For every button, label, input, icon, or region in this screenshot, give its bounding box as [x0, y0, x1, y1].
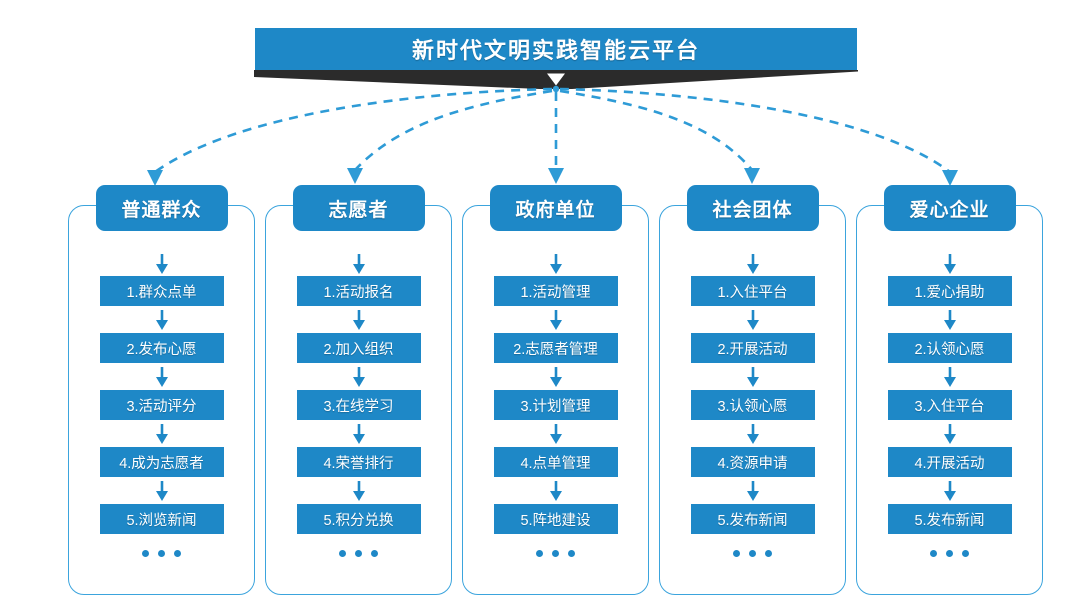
arrow-down-icon — [494, 477, 618, 504]
list-item[interactable]: 3.在线学习 — [296, 390, 421, 420]
connector-arrowhead-4 — [744, 168, 760, 184]
arrow-down-icon — [888, 477, 1012, 504]
column-caring-enterprise: 爱心企业 1.爱心捐助 2.认领心愿 3.入住平台 4.开展活动 5.发布新闻 — [856, 185, 1043, 595]
list-item[interactable]: 1.群众点单 — [99, 276, 224, 306]
arrow-down-icon — [494, 306, 618, 333]
dot-icon — [355, 550, 362, 557]
dot-icon — [946, 550, 953, 557]
list-item[interactable]: 2.加入组织 — [296, 333, 421, 363]
arrow-down-icon — [691, 420, 815, 447]
list-item[interactable]: 5.发布新闻 — [690, 504, 815, 534]
list-item[interactable]: 2.开展活动 — [690, 333, 815, 363]
column-items-caring-enterprise: 1.爱心捐助 2.认领心愿 3.入住平台 4.开展活动 5.发布新闻 — [887, 252, 1012, 557]
arrow-down-icon — [691, 252, 815, 276]
list-item[interactable]: 2.认领心愿 — [887, 333, 1012, 363]
chevron-down-icon — [547, 73, 565, 86]
list-item[interactable]: 4.资源申请 — [690, 447, 815, 477]
list-item[interactable]: 3.认领心愿 — [690, 390, 815, 420]
connector-arrowhead-5 — [942, 170, 958, 186]
arrow-down-icon — [888, 363, 1012, 390]
connector-to-volunteer — [354, 89, 553, 171]
title-shadow-band — [254, 70, 858, 89]
arrow-down-icon — [100, 252, 224, 276]
column-header-government-unit[interactable]: 政府单位 — [489, 185, 622, 231]
more-items-ellipsis — [733, 550, 772, 557]
platform-title-banner: 新时代文明实践智能云平台 — [254, 28, 858, 89]
arrow-down-icon — [297, 306, 421, 333]
dot-icon — [536, 550, 543, 557]
list-item[interactable]: 1.入住平台 — [690, 276, 815, 306]
column-items-social-group: 1.入住平台 2.开展活动 3.认领心愿 4.资源申请 5.发布新闻 — [690, 252, 815, 557]
column-items-ordinary-public: 1.群众点单 2.发布心愿 3.活动评分 4.成为志愿者 5.浏览新闻 — [99, 252, 224, 557]
connector-to-social-group — [559, 89, 753, 171]
list-item[interactable]: 1.活动报名 — [296, 276, 421, 306]
arrow-down-icon — [100, 306, 224, 333]
dot-icon — [930, 550, 937, 557]
connector-arrowhead-2 — [347, 168, 363, 184]
more-items-ellipsis — [339, 550, 378, 557]
dot-icon — [552, 550, 559, 557]
list-item[interactable]: 1.活动管理 — [493, 276, 618, 306]
column-ordinary-public: 普通群众 1.群众点单 2.发布心愿 3.活动评分 4.成为志愿者 5.浏览新闻 — [68, 185, 255, 595]
list-item[interactable]: 2.发布心愿 — [99, 333, 224, 363]
dot-icon — [142, 550, 149, 557]
dot-icon — [174, 550, 181, 557]
more-items-ellipsis — [536, 550, 575, 557]
dot-icon — [733, 550, 740, 557]
arrow-down-icon — [297, 477, 421, 504]
dot-icon — [339, 550, 346, 557]
connector-to-caring-enterprise — [559, 87, 951, 174]
column-header-caring-enterprise[interactable]: 爱心企业 — [883, 185, 1016, 231]
list-item[interactable]: 4.开展活动 — [887, 447, 1012, 477]
arrow-down-icon — [691, 306, 815, 333]
arrow-down-icon — [691, 477, 815, 504]
arrow-down-icon — [888, 420, 1012, 447]
arrow-down-icon — [100, 420, 224, 447]
arrow-down-icon — [494, 252, 618, 276]
column-volunteer: 志愿者 1.活动报名 2.加入组织 3.在线学习 4.荣誉排行 5.积分兑换 — [265, 185, 452, 595]
list-item[interactable]: 4.成为志愿者 — [99, 447, 224, 477]
list-item[interactable]: 4.点单管理 — [493, 447, 618, 477]
dot-icon — [765, 550, 772, 557]
list-item[interactable]: 5.发布新闻 — [887, 504, 1012, 534]
column-items-volunteer: 1.活动报名 2.加入组织 3.在线学习 4.荣誉排行 5.积分兑换 — [296, 252, 421, 557]
connector-to-ordinary-public — [154, 87, 553, 174]
dot-icon — [158, 550, 165, 557]
fanout-hub — [552, 85, 560, 93]
list-item[interactable]: 5.积分兑换 — [296, 504, 421, 534]
page-title: 新时代文明实践智能云平台 — [255, 28, 857, 70]
arrow-down-icon — [100, 477, 224, 504]
arrow-down-icon — [100, 363, 224, 390]
connector-arrowhead-1 — [147, 170, 163, 186]
arrow-down-icon — [494, 420, 618, 447]
arrow-down-icon — [297, 363, 421, 390]
dot-icon — [371, 550, 378, 557]
arrow-down-icon — [888, 306, 1012, 333]
list-item[interactable]: 3.活动评分 — [99, 390, 224, 420]
dot-icon — [962, 550, 969, 557]
list-item[interactable]: 3.计划管理 — [493, 390, 618, 420]
list-item[interactable]: 1.爱心捐助 — [887, 276, 1012, 306]
column-header-social-group[interactable]: 社会团体 — [686, 185, 819, 231]
list-item[interactable]: 2.志愿者管理 — [493, 333, 618, 363]
connector-arrowhead-3 — [548, 168, 564, 184]
arrow-down-icon — [691, 363, 815, 390]
arrow-down-icon — [888, 252, 1012, 276]
column-header-volunteer[interactable]: 志愿者 — [292, 185, 425, 231]
more-items-ellipsis — [930, 550, 969, 557]
more-items-ellipsis — [142, 550, 181, 557]
dot-icon — [568, 550, 575, 557]
list-item[interactable]: 4.荣誉排行 — [296, 447, 421, 477]
column-header-ordinary-public[interactable]: 普通群众 — [95, 185, 228, 231]
column-government-unit: 政府单位 1.活动管理 2.志愿者管理 3.计划管理 4.点单管理 5.阵地建设 — [462, 185, 649, 595]
arrow-down-icon — [297, 252, 421, 276]
column-social-group: 社会团体 1.入住平台 2.开展活动 3.认领心愿 4.资源申请 5.发布新闻 — [659, 185, 846, 595]
column-items-government-unit: 1.活动管理 2.志愿者管理 3.计划管理 4.点单管理 5.阵地建设 — [493, 252, 618, 557]
arrow-down-icon — [494, 363, 618, 390]
list-item[interactable]: 5.浏览新闻 — [99, 504, 224, 534]
list-item[interactable]: 5.阵地建设 — [493, 504, 618, 534]
list-item[interactable]: 3.入住平台 — [887, 390, 1012, 420]
dot-icon — [749, 550, 756, 557]
arrow-down-icon — [297, 420, 421, 447]
